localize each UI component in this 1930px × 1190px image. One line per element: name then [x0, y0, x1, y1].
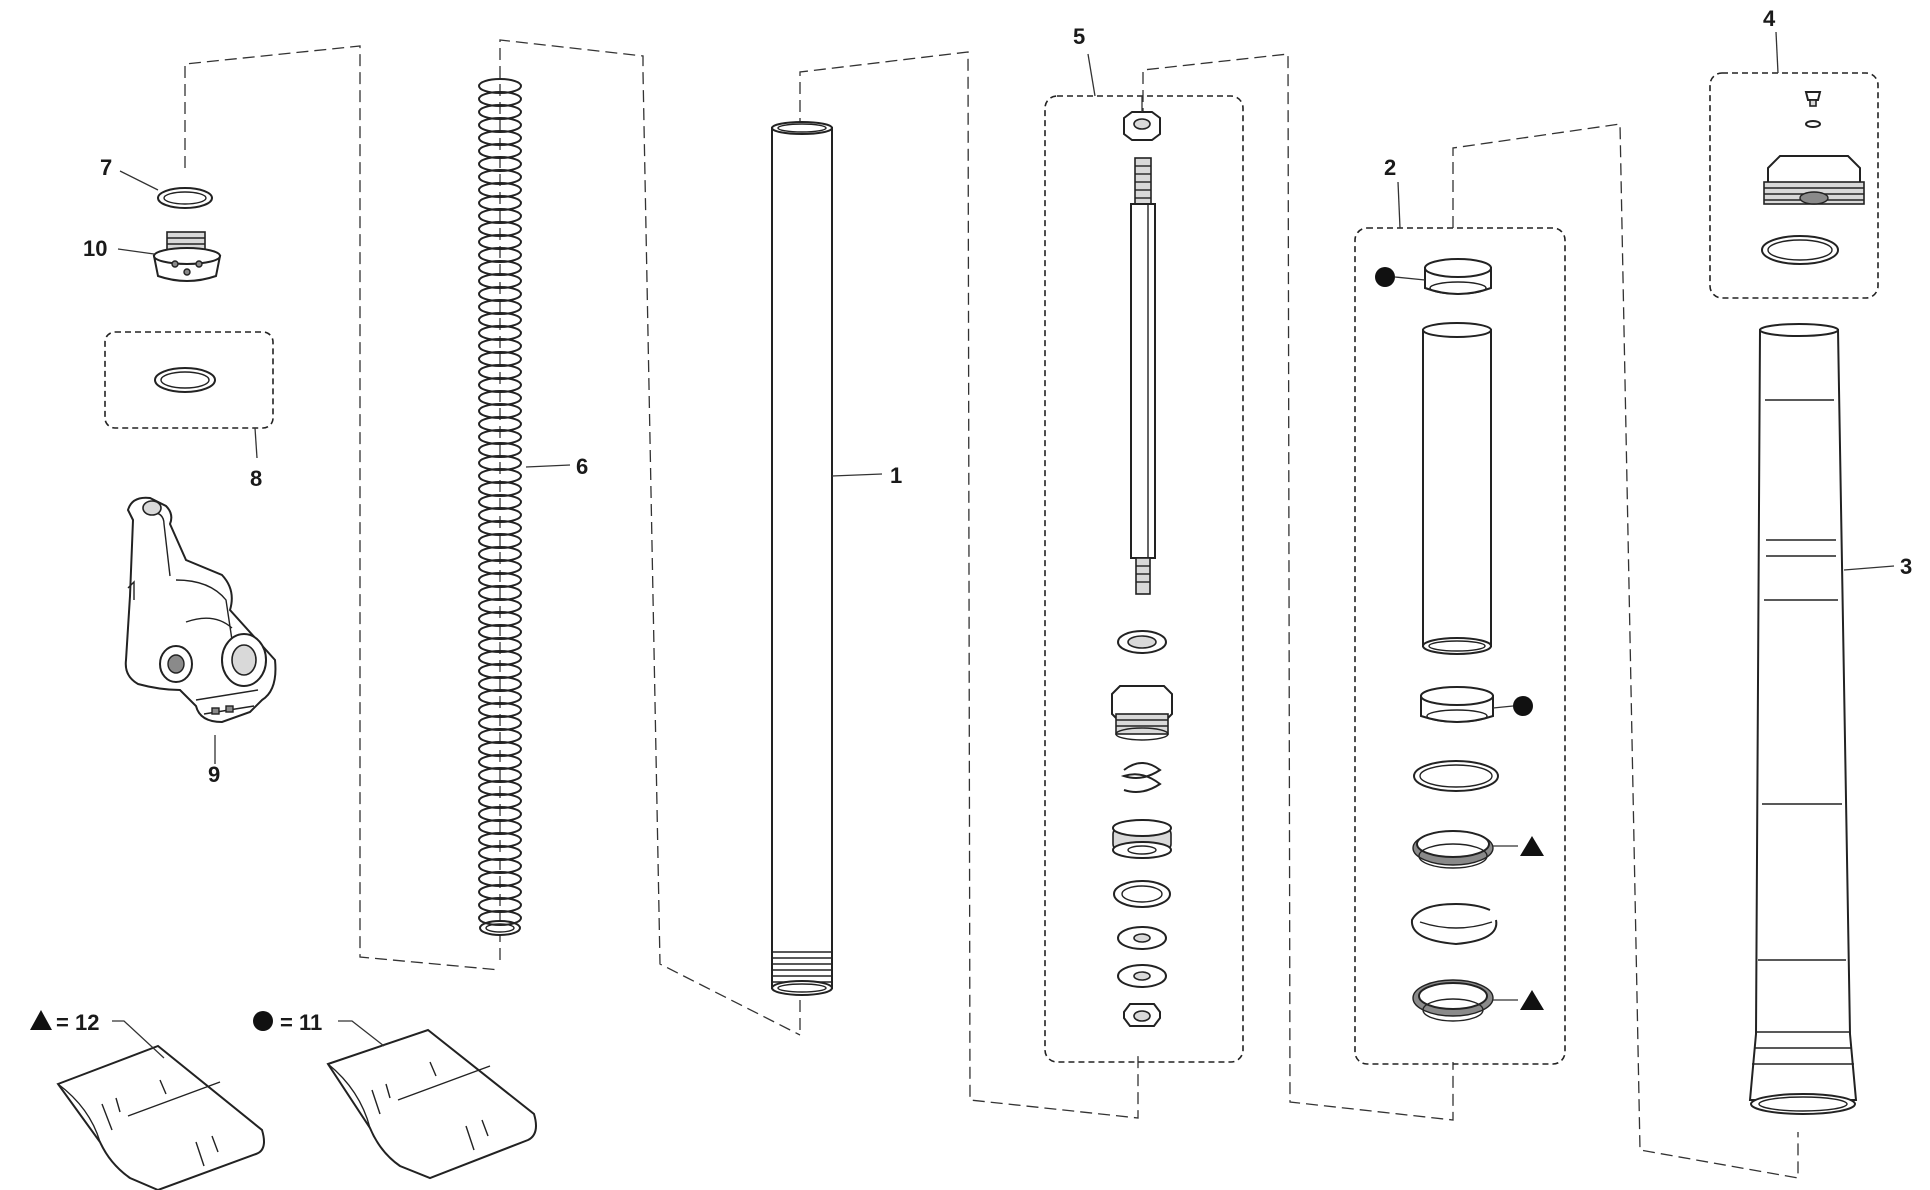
part-8-seal — [154, 367, 216, 393]
callout-1: 1 — [890, 463, 902, 488]
circle-marker — [1375, 267, 1395, 287]
part-5-damper-rod — [1111, 111, 1173, 1027]
group-box-5 — [1044, 95, 1244, 1063]
triangle-marker — [1520, 836, 1544, 856]
callout-7: 7 — [100, 155, 112, 180]
circle-marker — [1513, 696, 1533, 716]
leader-lines — [112, 31, 1895, 1059]
markers — [30, 267, 1544, 1031]
callout-8: 8 — [250, 466, 262, 491]
callout-2: 2 — [1384, 155, 1396, 180]
callouts: 7 10 8 9 6 1 5 2 4 3 = 12 = 11 — [56, 6, 1912, 1035]
part-6-spring — [478, 78, 522, 936]
callout-4: 4 — [1763, 6, 1776, 31]
legend-triangle-label: = 12 — [56, 1010, 99, 1035]
part-1-tube — [771, 121, 833, 996]
bag-12 — [56, 1044, 265, 1190]
part-9-bracket — [124, 496, 277, 724]
legend-circle-label: = 11 — [280, 1010, 322, 1035]
legend-triangle-marker — [30, 1010, 52, 1030]
triangle-marker — [1520, 990, 1544, 1010]
spring-coil — [478, 910, 522, 926]
callout-6: 6 — [576, 454, 588, 479]
legend-circle-marker — [253, 1011, 273, 1031]
callout-3: 3 — [1900, 554, 1912, 579]
bag-11 — [326, 1028, 537, 1180]
group-box-2 — [1354, 227, 1566, 1065]
assembly-lines — [184, 39, 1799, 1179]
group-box-8 — [104, 331, 274, 429]
callout-10: 10 — [83, 236, 107, 261]
part-4-top-cap — [1761, 91, 1865, 265]
part-3-inner-tube — [1748, 323, 1858, 1115]
callout-9: 9 — [208, 762, 220, 787]
group-box-4 — [1709, 72, 1879, 299]
part-7-oring — [157, 187, 213, 209]
callout-5: 5 — [1073, 24, 1085, 49]
part-2-cartridge — [1410, 258, 1499, 1022]
part-10-plug — [152, 231, 222, 282]
